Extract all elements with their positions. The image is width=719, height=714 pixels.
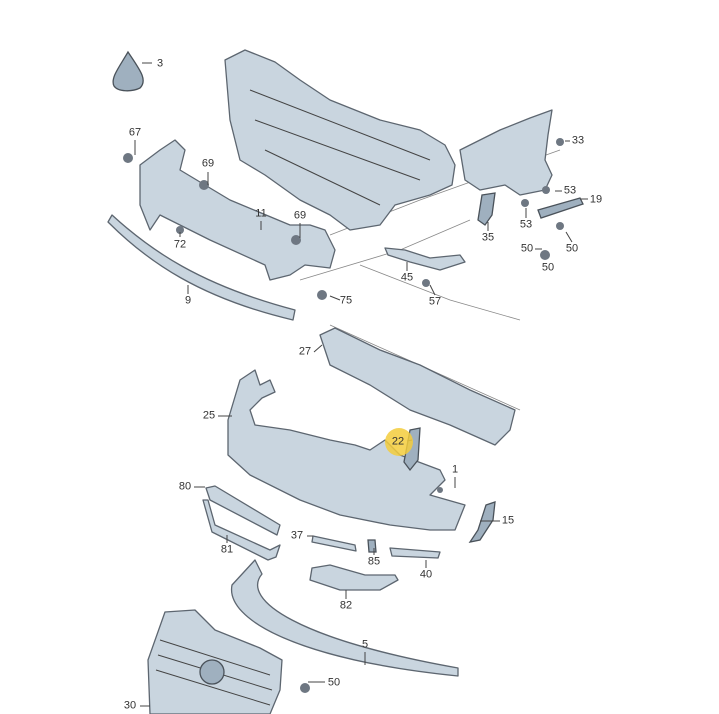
- callout-85[interactable]: 85: [367, 555, 381, 568]
- callout-5[interactable]: 5: [361, 638, 369, 651]
- part-fender-bracket[interactable]: [459, 109, 553, 196]
- part-19-bracket[interactable]: [537, 197, 584, 219]
- part-80-grille[interactable]: [205, 485, 281, 536]
- callout-50[interactable]: 50: [565, 242, 579, 255]
- part-37-strip[interactable]: [311, 535, 357, 552]
- callout-22-highlighted[interactable]: 22: [391, 435, 405, 448]
- part-85-clip[interactable]: [367, 539, 377, 553]
- part-40-strip[interactable]: [389, 547, 441, 559]
- callout-82[interactable]: 82: [339, 599, 353, 612]
- callout-40[interactable]: 40: [419, 568, 433, 581]
- part-22-bracket[interactable]: [403, 427, 421, 472]
- callout-75[interactable]: 75: [339, 294, 353, 307]
- callout-50[interactable]: 50: [327, 676, 341, 689]
- callout-leaders: [134, 62, 588, 707]
- part-11-impact-beam[interactable]: [139, 139, 336, 281]
- part-9-strip[interactable]: [107, 214, 296, 321]
- highlight-marker: [385, 428, 413, 456]
- fasteners: [123, 138, 564, 693]
- callout-15[interactable]: 15: [501, 514, 515, 527]
- callout-3[interactable]: 3: [156, 57, 164, 70]
- callout-37[interactable]: 37: [290, 529, 304, 542]
- callout-53[interactable]: 53: [563, 184, 577, 197]
- callout-35[interactable]: 35: [481, 231, 495, 244]
- callout-27[interactable]: 27: [298, 345, 312, 358]
- callout-19[interactable]: 19: [589, 193, 603, 206]
- callout-67[interactable]: 67: [128, 126, 142, 139]
- vw-emblem: [199, 659, 225, 685]
- callout-11[interactable]: 11: [255, 207, 267, 220]
- part-82-fog-grille[interactable]: [309, 564, 399, 591]
- callout-25[interactable]: 25: [202, 409, 216, 422]
- part-27-absorber[interactable]: [319, 327, 516, 446]
- part-81-trim[interactable]: [202, 499, 281, 561]
- part-35-bracket[interactable]: [477, 192, 496, 226]
- callout-72[interactable]: 72: [173, 238, 187, 251]
- part-front-carrier[interactable]: [224, 49, 456, 231]
- callout-57[interactable]: 57: [428, 295, 442, 308]
- callout-45[interactable]: 45: [400, 271, 414, 284]
- part-45-bracket[interactable]: [384, 247, 466, 271]
- callout-50[interactable]: 50: [541, 261, 555, 274]
- callout-9[interactable]: 9: [184, 294, 192, 307]
- callout-81[interactable]: 81: [220, 543, 234, 556]
- part-3-cap[interactable]: [112, 50, 144, 92]
- part-15-trim[interactable]: [468, 501, 496, 543]
- callout-50[interactable]: 50: [520, 242, 534, 255]
- part-5-spoiler[interactable]: [230, 559, 459, 677]
- callout-53[interactable]: 53: [519, 218, 533, 231]
- callout-69[interactable]: 69: [201, 157, 215, 170]
- callout-80[interactable]: 80: [178, 480, 192, 493]
- callout-30[interactable]: 30: [123, 699, 137, 712]
- callout-69[interactable]: 69: [293, 209, 307, 222]
- callout-1[interactable]: 1: [451, 463, 459, 476]
- callout-33[interactable]: 33: [571, 134, 585, 147]
